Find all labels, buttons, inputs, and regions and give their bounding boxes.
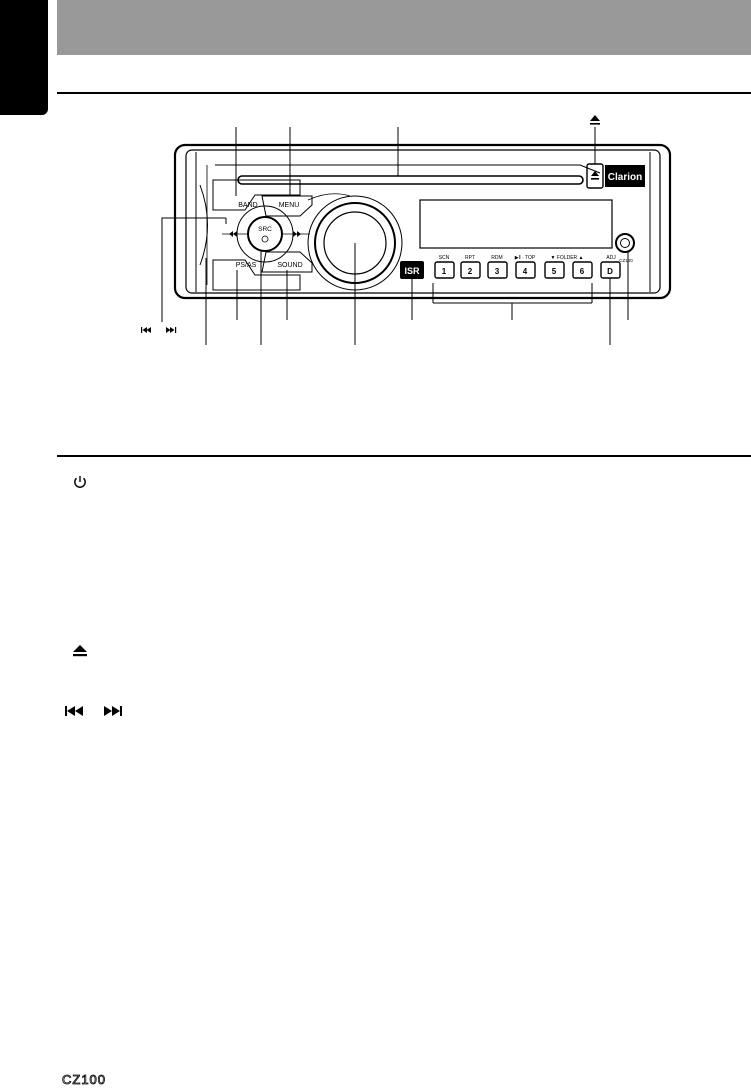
preset-5-number: 5 [552,267,557,276]
power-icon [74,476,86,488]
section-header-bar [57,0,751,55]
section-rule-middle [57,455,751,457]
src-power-icon [261,235,269,243]
adj-label: ADJ [606,255,616,261]
preset-2-function: RPT [465,255,475,261]
aux-input-jack [615,233,635,253]
callout-lines-bottom [161,217,629,345]
ps-as-button[interactable] [212,259,301,291]
preset-2-button[interactable] [460,261,481,279]
brand-logo: Clarion [608,172,642,183]
eject-icon [591,171,599,176]
menu-label: MENU [279,202,300,209]
preset-6-number: 6 [580,267,585,276]
lcd-display [419,199,613,249]
preset-4-button[interactable] [515,261,536,279]
preset-4-number: 4 [523,267,528,276]
preset-buttons: SCN 1 RPT 2 RDM 3 ▶‖ · TOP 4 ▼ FOLDER ▲ … [434,255,593,279]
panel-inner-frame [185,149,661,294]
isr-label: ISR [404,266,420,276]
eject-callout-icon [590,115,600,121]
band-button[interactable] [212,179,301,211]
seek-callout-icons [141,327,177,333]
preset-2-number: 2 [468,267,473,276]
language-side-tab [0,0,48,115]
preset-5-button[interactable] [544,261,565,279]
section-rule-top [57,92,751,94]
band-label: BAND [238,202,257,209]
seek-forward-icon [297,231,301,237]
model-small-label: CZ100 [619,258,633,263]
eject-icon-body [73,645,87,657]
preset-1-number: 1 [442,267,447,276]
footer-model-name: CZ100 [62,1072,107,1088]
preset-1-button[interactable] [434,261,455,279]
d-button-label: D [607,267,613,276]
preset-3-button[interactable] [487,261,508,279]
sound-label: SOUND [277,262,302,269]
src-button[interactable] [247,216,283,252]
seek-back-icon [229,231,233,237]
preset-3-function: RDM [491,255,502,261]
slot-bezel-line [215,164,601,174]
callout-lines-top [235,127,596,196]
preset-5-function: ▼ FOLDER ▲ [551,255,584,261]
ps-as-label: PS/AS [236,262,257,269]
src-label: SRC [258,226,272,233]
preset-4-function: ▶‖ · TOP [515,255,536,261]
brand-plate [605,165,645,187]
panel-outer-frame [173,143,672,300]
menu-button[interactable] [261,195,313,217]
isr-button[interactable] [400,261,424,279]
front-panel-diagram: Clarion BAND MENU SRC PS/AS SOUND ISR SC… [141,115,672,345]
sound-button[interactable] [261,251,313,273]
preset-1-function: SCN [439,255,450,261]
seek-keys-icon [65,706,122,716]
preset-6-button[interactable] [572,261,593,279]
preset-3-number: 3 [495,267,500,276]
